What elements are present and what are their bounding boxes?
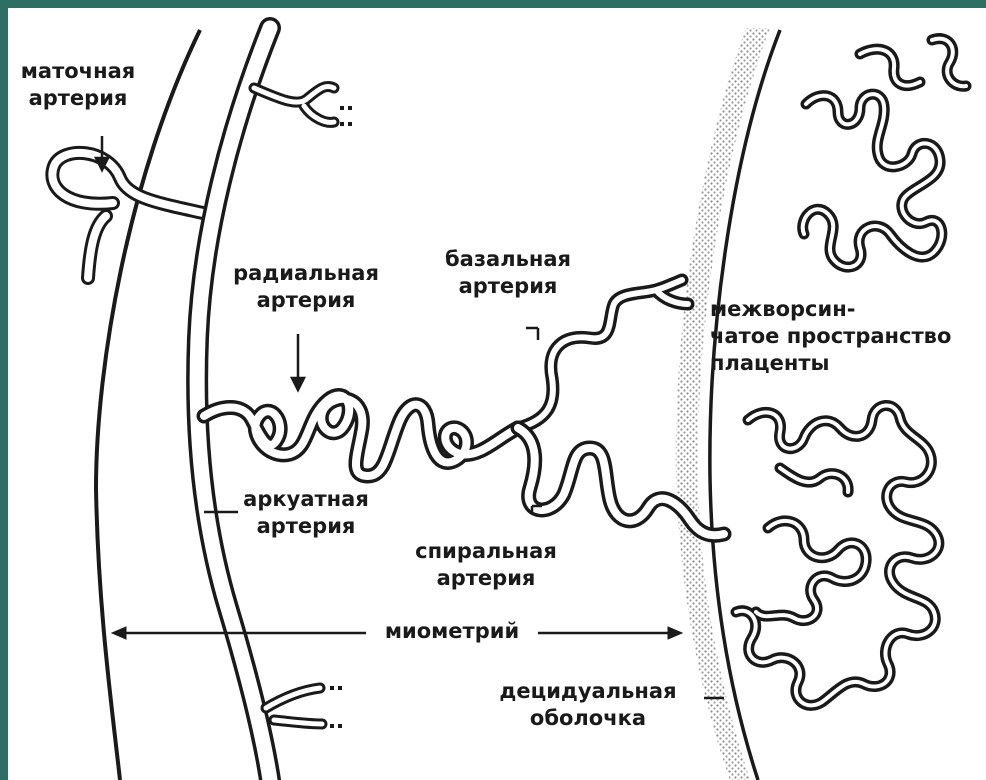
myometrium-label: миометрий — [370, 618, 534, 645]
basal-artery-vessel — [518, 280, 688, 428]
radial-artery-vessel — [204, 396, 518, 476]
decidua-label-line2: оболочка — [530, 706, 646, 730]
uterine-artery-vessel — [52, 153, 203, 278]
arcuate-artery-label-line1: аркуатная — [243, 487, 369, 511]
arcuate-artery-label: аркуатная артерия — [236, 486, 376, 540]
intervillous-space-label: межворсин- чатое пространство плаценты — [710, 296, 980, 377]
spiral-artery-label-line2: артерия — [437, 566, 536, 590]
spiral-artery-label: спиральная артерия — [406, 538, 566, 592]
decidua-label-line1: децидуальная — [499, 679, 676, 703]
decidua-label: децидуальная оболочка — [498, 678, 678, 732]
decidua-band — [676, 28, 770, 780]
diagram-panel: маточная артерия радиальная артерия база… — [8, 8, 986, 780]
radial-artery-label-line2: артерия — [257, 288, 356, 312]
intervillous-space-label-line1: межворсин- — [710, 297, 855, 321]
basal-artery-label-line2: артерия — [459, 274, 558, 298]
uterine-artery-label-line2: артерия — [29, 86, 128, 110]
uterine-artery-label: маточная артерия — [8, 58, 148, 112]
radial-artery-label: радиальная артерия — [226, 260, 386, 314]
intervillous-space-label-line3: плаценты — [710, 351, 830, 375]
placenta-blood-supply-diagram — [8, 8, 986, 780]
radial-artery-label-line1: радиальная — [233, 261, 379, 285]
basal-artery-label: базальная артерия — [438, 246, 578, 300]
myometrium-label-text: миометрий — [385, 619, 519, 643]
uterine-wall-line — [96, 30, 200, 780]
spiral-artery-label-line1: спиральная — [415, 539, 557, 563]
intervillous-space-label-line2: чатое пространство — [710, 324, 951, 348]
basal-artery-label-line1: базальная — [445, 247, 571, 271]
uterine-artery-label-line1: маточная — [21, 59, 136, 83]
arcuate-artery-label-line2: артерия — [257, 514, 356, 538]
